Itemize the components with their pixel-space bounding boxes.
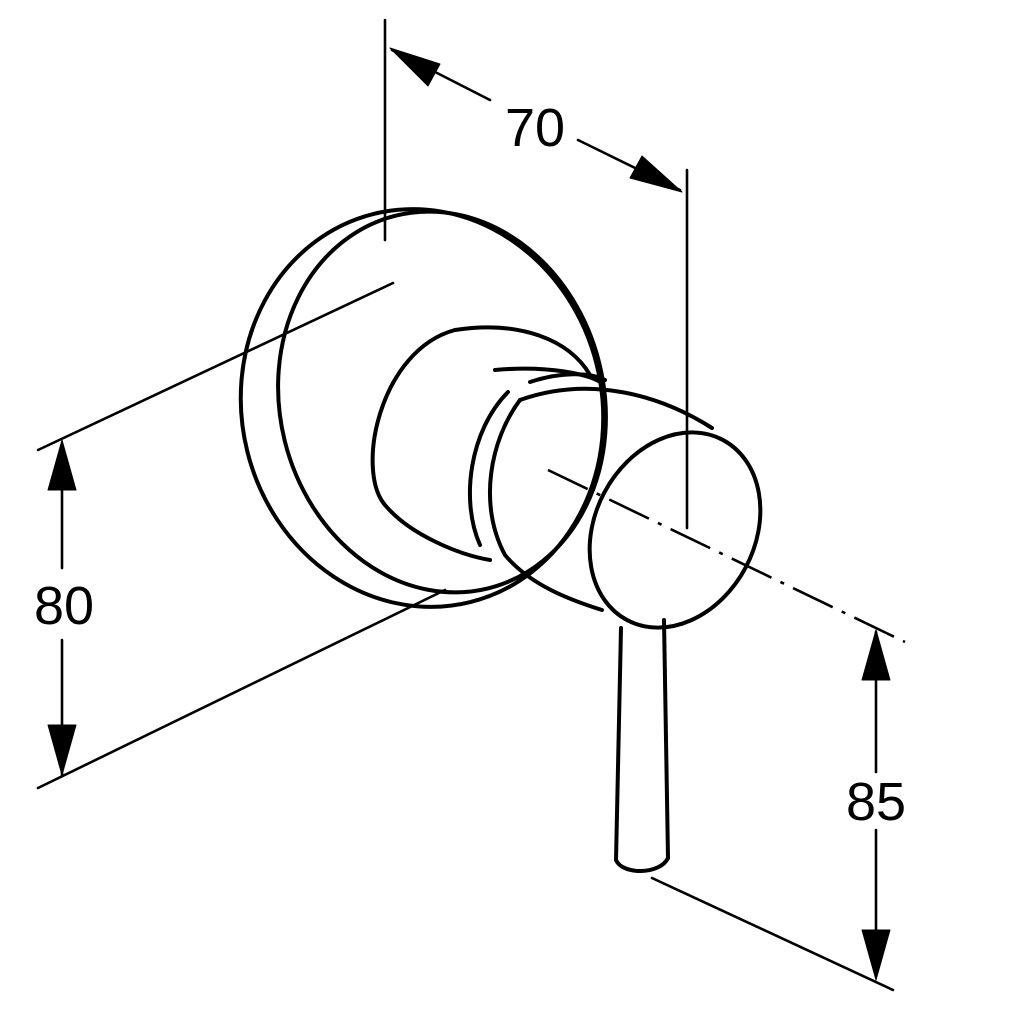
extension-lines — [36, 18, 895, 992]
lever — [614, 618, 670, 873]
arrow-head — [389, 47, 441, 87]
lever-dimension-label: 85 — [846, 772, 906, 832]
handle-cylinder — [488, 386, 763, 630]
height-dimension-label: 80 — [34, 576, 94, 636]
wall-rosette — [238, 207, 608, 609]
arrow-head — [47, 439, 77, 491]
valve-body — [370, 325, 592, 562]
arrow-head — [47, 724, 77, 776]
arrow-head — [861, 929, 891, 981]
arrow-head — [861, 629, 891, 681]
handle-collar — [467, 366, 607, 547]
dimension-70: 70 — [389, 47, 683, 193]
width-dimension-label: 70 — [505, 98, 565, 158]
arrow-head — [629, 155, 683, 193]
dimension-80: 80 — [34, 439, 94, 777]
dimension-85: 85 — [846, 629, 906, 981]
